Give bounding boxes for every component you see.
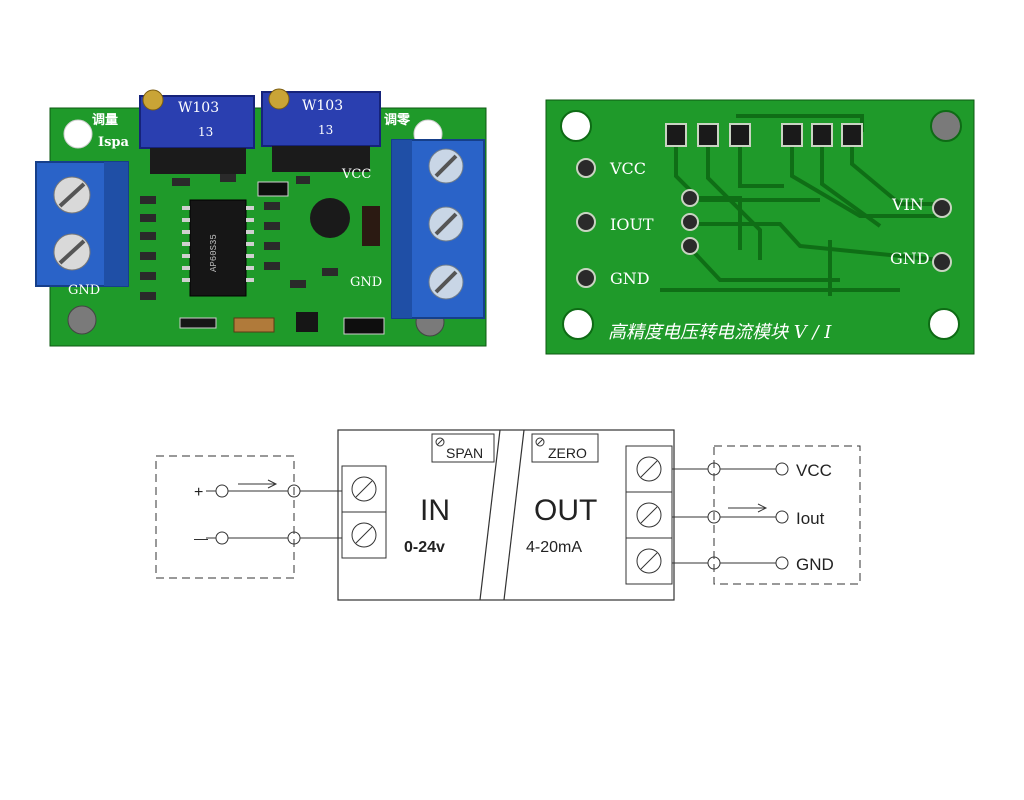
input-minus-label: — <box>194 530 208 546</box>
ic-chip-text: AP60S35 <box>209 234 219 272</box>
screw-slot <box>434 212 458 236</box>
span-adjust-icon <box>435 437 445 447</box>
pot-right-label: W103 <box>302 98 343 114</box>
ic-chip <box>189 199 247 297</box>
silk-gnd-left: GND <box>68 283 100 298</box>
diagram-screw-slot <box>640 506 658 524</box>
out-title: OUT <box>534 494 597 527</box>
diagram-screw-icon <box>636 502 662 528</box>
silk-top-left: 调量 <box>92 113 118 128</box>
module-outline <box>337 429 675 601</box>
pcb-traces <box>660 114 941 296</box>
out-gnd-label: GND <box>796 555 834 574</box>
diagram-screw-icon <box>351 522 377 548</box>
pin-label-vin: VIN <box>891 195 924 214</box>
mount-hole <box>560 110 592 142</box>
zero-label: ZERO <box>548 445 587 461</box>
back-pcb <box>545 99 975 355</box>
ic-pins <box>182 206 254 282</box>
screw-slot <box>434 154 458 178</box>
output-node-gnd <box>775 556 789 570</box>
diagram-screw-icon <box>351 476 377 502</box>
pot-base <box>150 148 246 174</box>
silk-vcc: VCC <box>341 167 371 182</box>
zero-adjust-icon <box>535 437 545 447</box>
smd-part <box>343 317 385 335</box>
smd-components <box>140 174 338 300</box>
mount-hole <box>63 119 93 149</box>
out-vcc-label: VCC <box>796 461 832 480</box>
mount-hole <box>562 308 594 340</box>
pin-label-gnd-right: GND <box>890 249 930 268</box>
smd-part <box>296 312 318 332</box>
in-title: IN <box>420 494 450 527</box>
input-minus-node <box>215 531 229 545</box>
mount-hole <box>928 308 960 340</box>
out-range: 4-20mA <box>526 539 582 556</box>
input-plus-label: + <box>194 484 203 501</box>
screw-slot <box>58 239 86 265</box>
span-box <box>431 433 495 463</box>
pin-label-vcc: VCC <box>609 159 646 178</box>
terminal-lip <box>104 162 128 286</box>
input-plus-node <box>215 484 229 498</box>
pot-left-label: W103 <box>178 100 219 116</box>
resistor-through <box>233 317 275 333</box>
pot-right-sub: 13 <box>318 123 333 137</box>
input-source-box <box>155 455 295 579</box>
diagram-screw-slot <box>355 526 373 544</box>
back-board: VCC IOUT GND VIN GND 高精度电压转电流模块 V / I <box>545 99 975 355</box>
module-split <box>479 429 501 601</box>
silk-ispan: Ispa <box>98 135 129 150</box>
diagram-screw-slot <box>355 480 373 498</box>
screw-slot <box>434 270 458 294</box>
pot-base <box>272 146 370 172</box>
smd-part <box>179 317 217 329</box>
output-node-iout <box>775 510 789 524</box>
output-arrow-head <box>757 503 768 513</box>
pot-adjust-screw <box>268 88 290 110</box>
output-load-box <box>713 445 861 585</box>
diagram-screw-slot <box>640 552 658 570</box>
diagram-screw-icon <box>636 548 662 574</box>
zero-adjust-slot <box>536 438 544 446</box>
silk-top-right: 调零 <box>384 113 411 128</box>
pin-label-iout: IOUT <box>610 215 654 234</box>
wiring-diagram <box>155 429 861 601</box>
module-split <box>503 429 525 601</box>
output-node-vcc <box>775 462 789 476</box>
silk-gnd-right: GND <box>350 275 382 290</box>
back-board-title: 高精度电压转电流模块 V / I <box>608 322 832 343</box>
diagram-input-terminal <box>341 511 387 559</box>
front-board: W103 13 W103 13 AP60S35 <box>35 88 487 347</box>
header-pads <box>665 123 863 147</box>
input-arrow-head <box>267 479 278 489</box>
pot-left-sub: 13 <box>198 125 213 139</box>
diode <box>362 206 380 246</box>
span-adjust-slot <box>436 438 444 446</box>
mount-hole <box>67 305 97 335</box>
mount-hole <box>930 110 962 142</box>
transistor <box>310 198 350 238</box>
solder-joints <box>576 158 952 288</box>
zero-box <box>531 433 599 463</box>
terminal-lip <box>392 140 412 318</box>
in-range: 0-24v <box>404 539 445 556</box>
pin-label-gnd-left: GND <box>610 269 650 288</box>
screw-slot <box>58 182 86 208</box>
diagram-screw-icon <box>636 456 662 482</box>
span-label: SPAN <box>446 445 483 461</box>
smd-led <box>257 181 289 197</box>
out-iout-label: Iout <box>796 509 825 528</box>
pot-adjust-screw <box>142 89 164 111</box>
diagram-screw-slot <box>640 460 658 478</box>
diagram-output-terminal <box>625 537 673 585</box>
